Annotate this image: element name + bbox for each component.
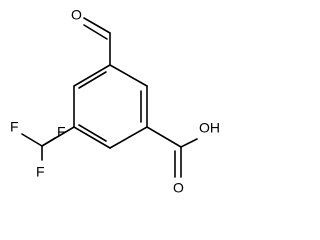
- ring-bond-3: [109, 126, 148, 149]
- fluorine-label-2: F: [36, 164, 45, 180]
- chemical-structure-diagram: O O OH F F F: [10, 7, 220, 196]
- fluorine-label-3: F: [57, 124, 66, 140]
- ring-double-bond-inner-3: [78, 71, 107, 89]
- carboxylic-acid-group: O OH: [146, 120, 220, 196]
- acid-oh-bond: [180, 138, 198, 148]
- ring-bond-1: [109, 64, 148, 87]
- ring-bond-4: [73, 126, 111, 149]
- aldehyde-group: O: [71, 7, 111, 66]
- cf3-f3-bond: [41, 137, 56, 147]
- fluorine-label-1: F: [10, 119, 19, 135]
- trifluoromethyl-group: F F F: [10, 119, 75, 180]
- ring-double-bond-inner-2: [78, 124, 107, 142]
- benzene-ring: [73, 64, 148, 149]
- aldehyde-oxygen-label: O: [71, 7, 82, 23]
- acid-hydroxyl-label: OH: [199, 120, 220, 136]
- aldehyde-co-double-bond: [83, 24, 108, 40]
- acid-carbonyl-oxygen-label: O: [173, 180, 184, 196]
- acid-c-bond: [146, 126, 182, 148]
- cf3-f1-bond: [21, 133, 43, 147]
- ring-bond-6: [73, 64, 111, 87]
- aldehyde-co-bond: [83, 17, 111, 34]
